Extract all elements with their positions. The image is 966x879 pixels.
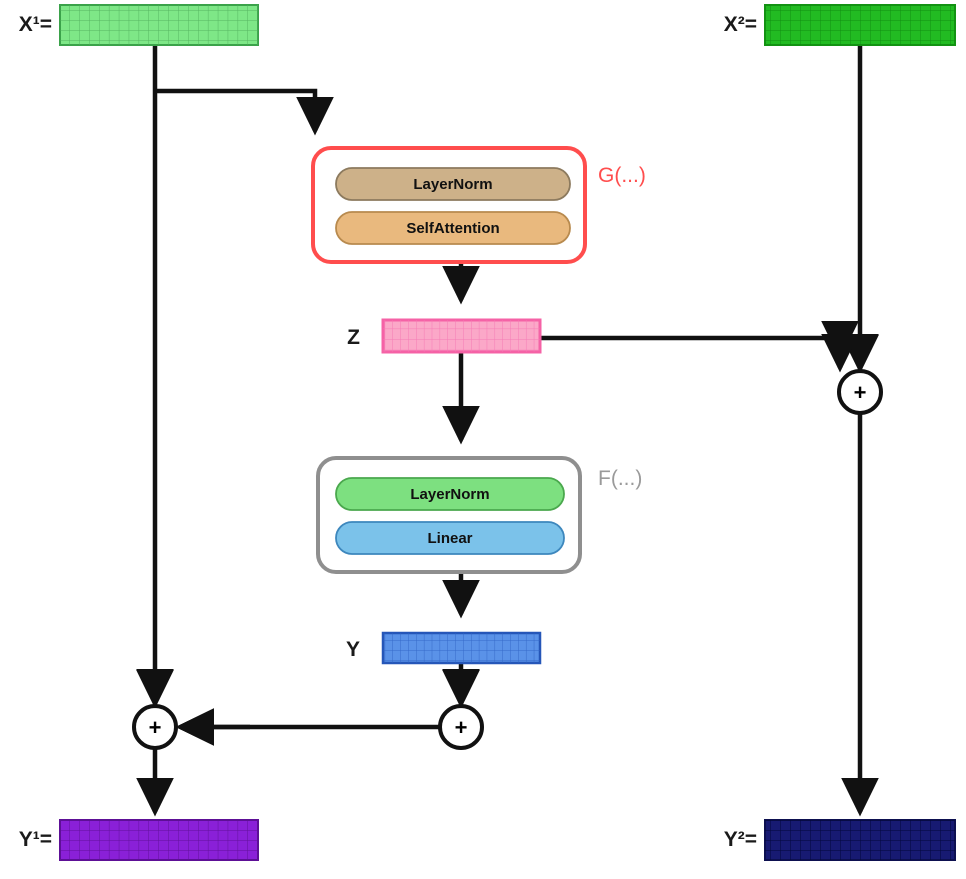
tensor-x2-label: X²= (724, 13, 757, 36)
layer-pill-g-selfattention-body (335, 211, 571, 245)
tensor-y2: Y²= (724, 819, 956, 861)
tensor-z: Z (347, 318, 542, 354)
layer-pill-g-layernorm-body (335, 167, 571, 201)
layer-pill-g-layernorm-label: LayerNorm (413, 176, 492, 193)
adder-right[interactable]: + (837, 369, 883, 415)
tensor-x1: X¹= (19, 4, 259, 46)
tensor-z-label: Z (347, 326, 360, 349)
tensor-y1-grid (60, 820, 258, 860)
adder-middle-symbol: + (455, 715, 468, 740)
adder-middle[interactable]: + (438, 704, 484, 750)
tensor-y: Y (346, 631, 542, 665)
adder-right-symbol: + (854, 380, 867, 405)
function-box-f-caption: F(...) (598, 467, 642, 490)
tensor-x1-grid (60, 5, 258, 45)
tensor-x2: X²= (724, 4, 956, 46)
function-box-g[interactable]: LayerNorm SelfAttention G(...) (311, 146, 646, 264)
tensor-y-label: Y (346, 638, 360, 661)
tensor-y1-label: Y¹= (19, 828, 52, 851)
function-box-f-border (316, 456, 582, 574)
adder-arrow-stubs (136, 333, 879, 746)
layer-pill-g-layernorm[interactable]: LayerNorm (335, 167, 571, 201)
tensor-x1-label: X¹= (19, 13, 52, 36)
layer-pill-f-layernorm-body (335, 477, 565, 511)
layer-pill-f-linear[interactable]: Linear (335, 521, 565, 555)
adder-left[interactable]: + (132, 704, 178, 750)
tensor-x2-grid (765, 5, 955, 45)
function-box-g-caption: G(...) (598, 164, 646, 187)
layer-pill-g-selfattention[interactable]: SelfAttention (335, 211, 571, 245)
adder-left-symbol: + (149, 715, 162, 740)
tensor-z-grid (383, 320, 540, 352)
function-box-f[interactable]: LayerNorm Linear F(...) (316, 456, 642, 574)
layer-pill-f-layernorm-label: LayerNorm (410, 486, 489, 503)
layer-pill-f-linear-label: Linear (427, 530, 472, 547)
tensor-y2-grid (765, 820, 955, 860)
layer-pill-f-layernorm[interactable]: LayerNorm (335, 477, 565, 511)
edge-z-to-add-right (540, 320, 859, 360)
edge-x1-branch-to-g (155, 88, 334, 136)
layer-pill-f-linear-body (335, 521, 565, 555)
tensor-y2-label: Y²= (724, 828, 757, 851)
layer-pill-g-selfattention-label: SelfAttention (406, 220, 499, 237)
tensor-y-grid (383, 633, 540, 663)
tensor-y1: Y¹= (19, 819, 259, 861)
